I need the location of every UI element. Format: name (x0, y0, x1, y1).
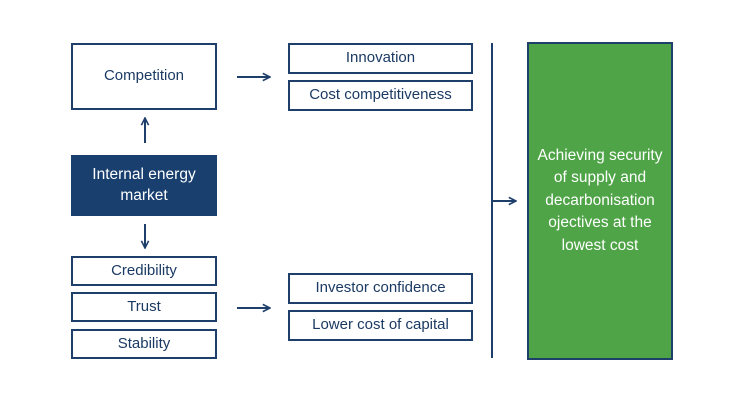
credibility-box: Credibility (71, 256, 217, 286)
lower-cost-of-capital-box: Lower cost of capital (288, 310, 473, 341)
competition-box: Competition (71, 43, 217, 110)
cost-competitiveness-box: Cost competitiveness (288, 80, 473, 111)
outcome-box: Achieving security of supply and decarbo… (527, 42, 673, 360)
stability-box: Stability (71, 329, 217, 359)
trust-box: Trust (71, 292, 217, 322)
internal-energy-market-box: Internal energy market (71, 155, 217, 216)
innovation-box: Innovation (288, 43, 473, 74)
investor-confidence-box: Investor confidence (288, 273, 473, 304)
